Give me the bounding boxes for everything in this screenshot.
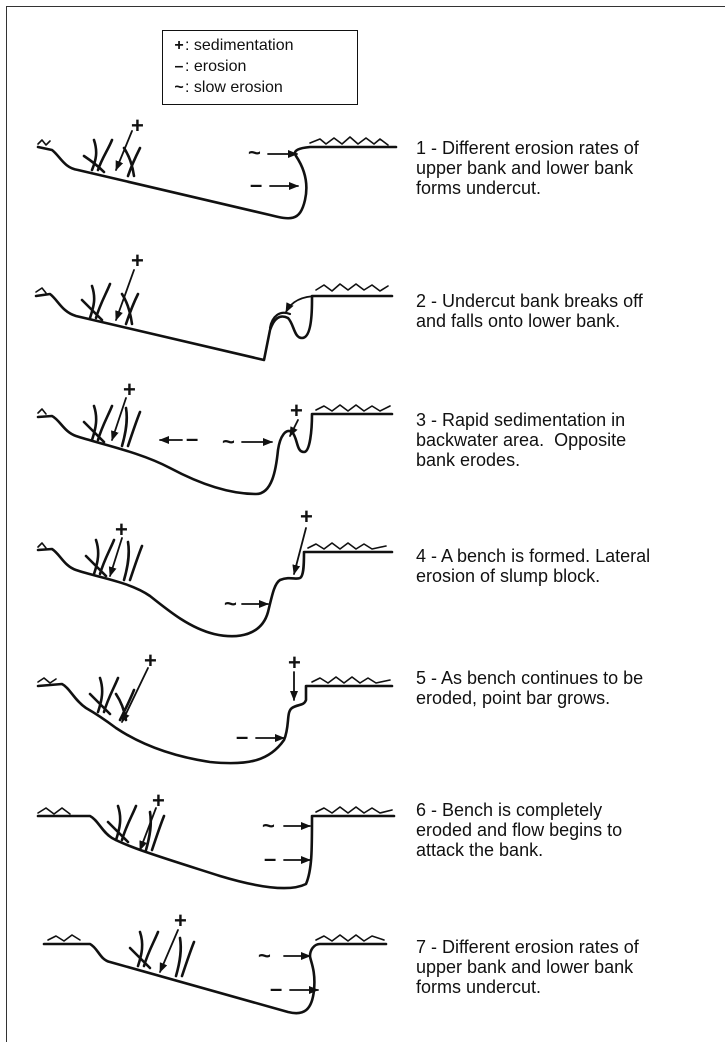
stage-6-cross-section [38, 806, 394, 888]
stage-3-cross-section [38, 398, 392, 494]
channel-profile [38, 816, 394, 888]
plus-symbol: + [288, 650, 301, 675]
tilde-symbol: ~ [258, 943, 271, 968]
sedimentation-arrow [116, 131, 132, 170]
surface-debris [38, 678, 56, 683]
stage-4-cross-section [38, 528, 392, 636]
plus-symbol: + [152, 788, 165, 813]
surface-debris [48, 935, 80, 941]
minus-symbol: – [250, 172, 262, 197]
surface-debris [36, 288, 46, 293]
surface-debris [38, 543, 46, 548]
minus-symbol: – [264, 846, 276, 871]
vegetation [84, 140, 140, 176]
stage-7-cross-section [44, 930, 386, 1013]
minus-symbol: – [186, 426, 198, 451]
surface-debris [316, 284, 388, 291]
stage-5-cross-section [38, 668, 392, 763]
channel-profile [38, 147, 396, 218]
plus-symbol: + [300, 504, 313, 529]
plus-symbol: + [144, 648, 157, 673]
plus-symbol: + [290, 398, 303, 423]
sedimentation-arrow [160, 930, 178, 972]
plus-symbol: + [131, 113, 144, 138]
surface-debris [38, 808, 70, 814]
channel-profile [44, 944, 386, 1013]
surface-debris [312, 677, 390, 683]
vegetation [86, 540, 142, 580]
tilde-symbol: ~ [262, 813, 275, 838]
surface-debris [316, 807, 392, 813]
surface-debris [308, 543, 386, 549]
sedimentation-arrow [122, 668, 148, 722]
surface-debris [316, 935, 384, 941]
channel-profile [36, 294, 392, 360]
minus-symbol: – [236, 724, 248, 749]
minus-symbol: – [270, 976, 282, 1001]
plus-symbol: + [123, 377, 136, 402]
surface-debris [316, 405, 390, 411]
tilde-symbol: ~ [224, 591, 237, 616]
tilde-symbol: ~ [222, 429, 235, 454]
surface-debris [38, 140, 50, 145]
plus-symbol: + [174, 908, 187, 933]
vegetation [82, 284, 138, 324]
plus-symbol: + [115, 517, 128, 542]
plus-symbol: + [131, 248, 144, 273]
stage-1-cross-section [38, 131, 396, 218]
channel-profile [38, 414, 392, 494]
tilde-symbol: ~ [248, 140, 261, 165]
surface-debris [38, 409, 46, 414]
stage-2-cross-section [36, 270, 392, 360]
surface-debris [310, 137, 388, 145]
